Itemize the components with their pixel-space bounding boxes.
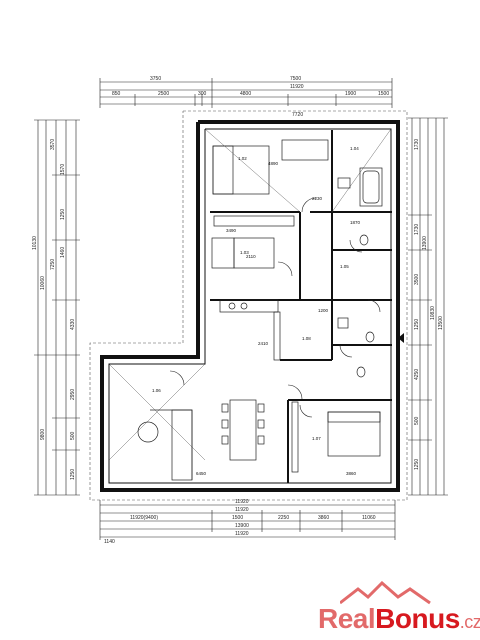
floor-plan-drawing: 3750 7500 11920 850 2500 300 4800 7720 1…	[32, 76, 448, 545]
dim-bottom-2: 11920	[235, 507, 249, 513]
brand-logo[interactable]: RealBonus.cz	[0, 575, 480, 640]
room-dim-4: 2410	[258, 341, 269, 346]
dim-top-5: 2500	[158, 91, 169, 97]
room-dim-7: 2230	[312, 196, 323, 201]
dim-bottom-10: 1140	[104, 539, 115, 545]
dim-right-7: 4250	[414, 369, 420, 380]
dim-right-9: 1250	[414, 459, 420, 470]
dim-bottom-7: 11060	[362, 515, 376, 521]
dim-left-7: 1460	[60, 247, 66, 258]
brand-part-real: Real	[318, 603, 376, 634]
room-label-5: 1.06	[152, 388, 161, 393]
dim-left-11: 500	[70, 431, 76, 440]
dim-left-1: 10130	[32, 236, 38, 250]
dim-left-8: 4330	[70, 319, 76, 330]
room-dim-6: 3860	[346, 471, 357, 476]
dim-left-10: 2950	[70, 389, 76, 400]
room-label-6: 1.07	[312, 436, 321, 441]
dim-left-9: 9800	[40, 429, 46, 440]
entry-arrow-icon	[398, 333, 404, 343]
dim-bottom-4: 1500	[232, 515, 243, 521]
house-roof-icon	[340, 581, 431, 605]
room-dim-1: 4890	[268, 161, 279, 166]
dim-left-2: 10060	[40, 276, 46, 290]
room-dim-8: 1870	[350, 220, 361, 225]
room-label-4: 1.05	[340, 264, 349, 269]
dim-left-5: 1570	[60, 164, 66, 175]
dim-bottom-8: 13900	[235, 523, 249, 529]
dim-bottom-9: 11920	[235, 531, 249, 537]
room-dim-9: 1200	[318, 308, 329, 313]
dim-bottom-3: 11920(9400)	[130, 515, 158, 521]
dim-left-12: 1250	[70, 469, 76, 480]
dim-left-3: 3570	[50, 139, 56, 150]
dim-right-2: 10830	[430, 306, 436, 320]
dim-bottom-1: 11920	[235, 499, 249, 505]
room-label-1: 1.02	[238, 156, 247, 161]
room-dim-3: 2110	[246, 254, 256, 259]
dim-right-4: 1730	[414, 224, 420, 235]
dim-top-4: 850	[112, 91, 121, 97]
dim-right-8: 500	[414, 416, 420, 425]
room-dim-2: 3490	[226, 228, 237, 233]
dim-top-10: 1500	[378, 91, 389, 97]
dim-right-3: 1730	[414, 139, 420, 150]
dim-top-7: 4800	[240, 91, 251, 97]
brand-part-domain: .cz	[459, 612, 480, 632]
dim-top-1: 3750	[150, 76, 161, 82]
dim-right-10: 13900	[422, 236, 428, 250]
dim-top-2: 7500	[290, 76, 301, 82]
dim-right-5: 3500	[414, 274, 420, 285]
dim-top-3: 11920	[290, 84, 304, 90]
dim-top-9: 1900	[345, 91, 356, 97]
dim-bottom-5: 2250	[278, 515, 289, 521]
dim-top-8: 7720	[292, 112, 303, 118]
dim-left-4: 7250	[50, 259, 56, 270]
dim-top-6: 300	[198, 91, 207, 97]
room-dim-5: 6450	[196, 471, 207, 476]
dim-bottom-6: 3860	[318, 515, 329, 521]
room-label-3: 1.04	[350, 146, 359, 151]
room-label-7: 1.08	[302, 336, 311, 341]
room-label-2: 1.03	[240, 250, 249, 255]
brand-wordmark: RealBonus.cz	[318, 603, 480, 635]
dim-right-6: 1250	[414, 319, 420, 330]
dim-left-6: 1250	[60, 209, 66, 220]
dim-right-1: 13500	[438, 316, 444, 330]
brand-part-bonus: Bonus	[375, 603, 460, 634]
